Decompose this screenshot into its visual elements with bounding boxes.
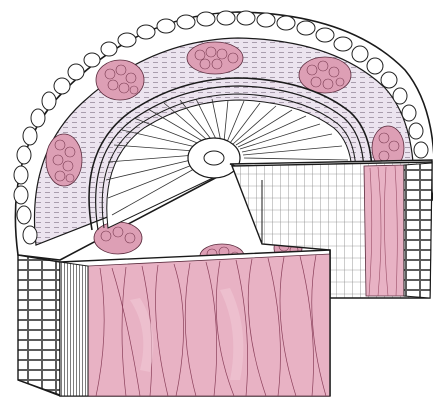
- pith-icon: [188, 138, 240, 178]
- cutaway-front-face-icon: [60, 250, 330, 396]
- bark-side-face: [18, 255, 60, 395]
